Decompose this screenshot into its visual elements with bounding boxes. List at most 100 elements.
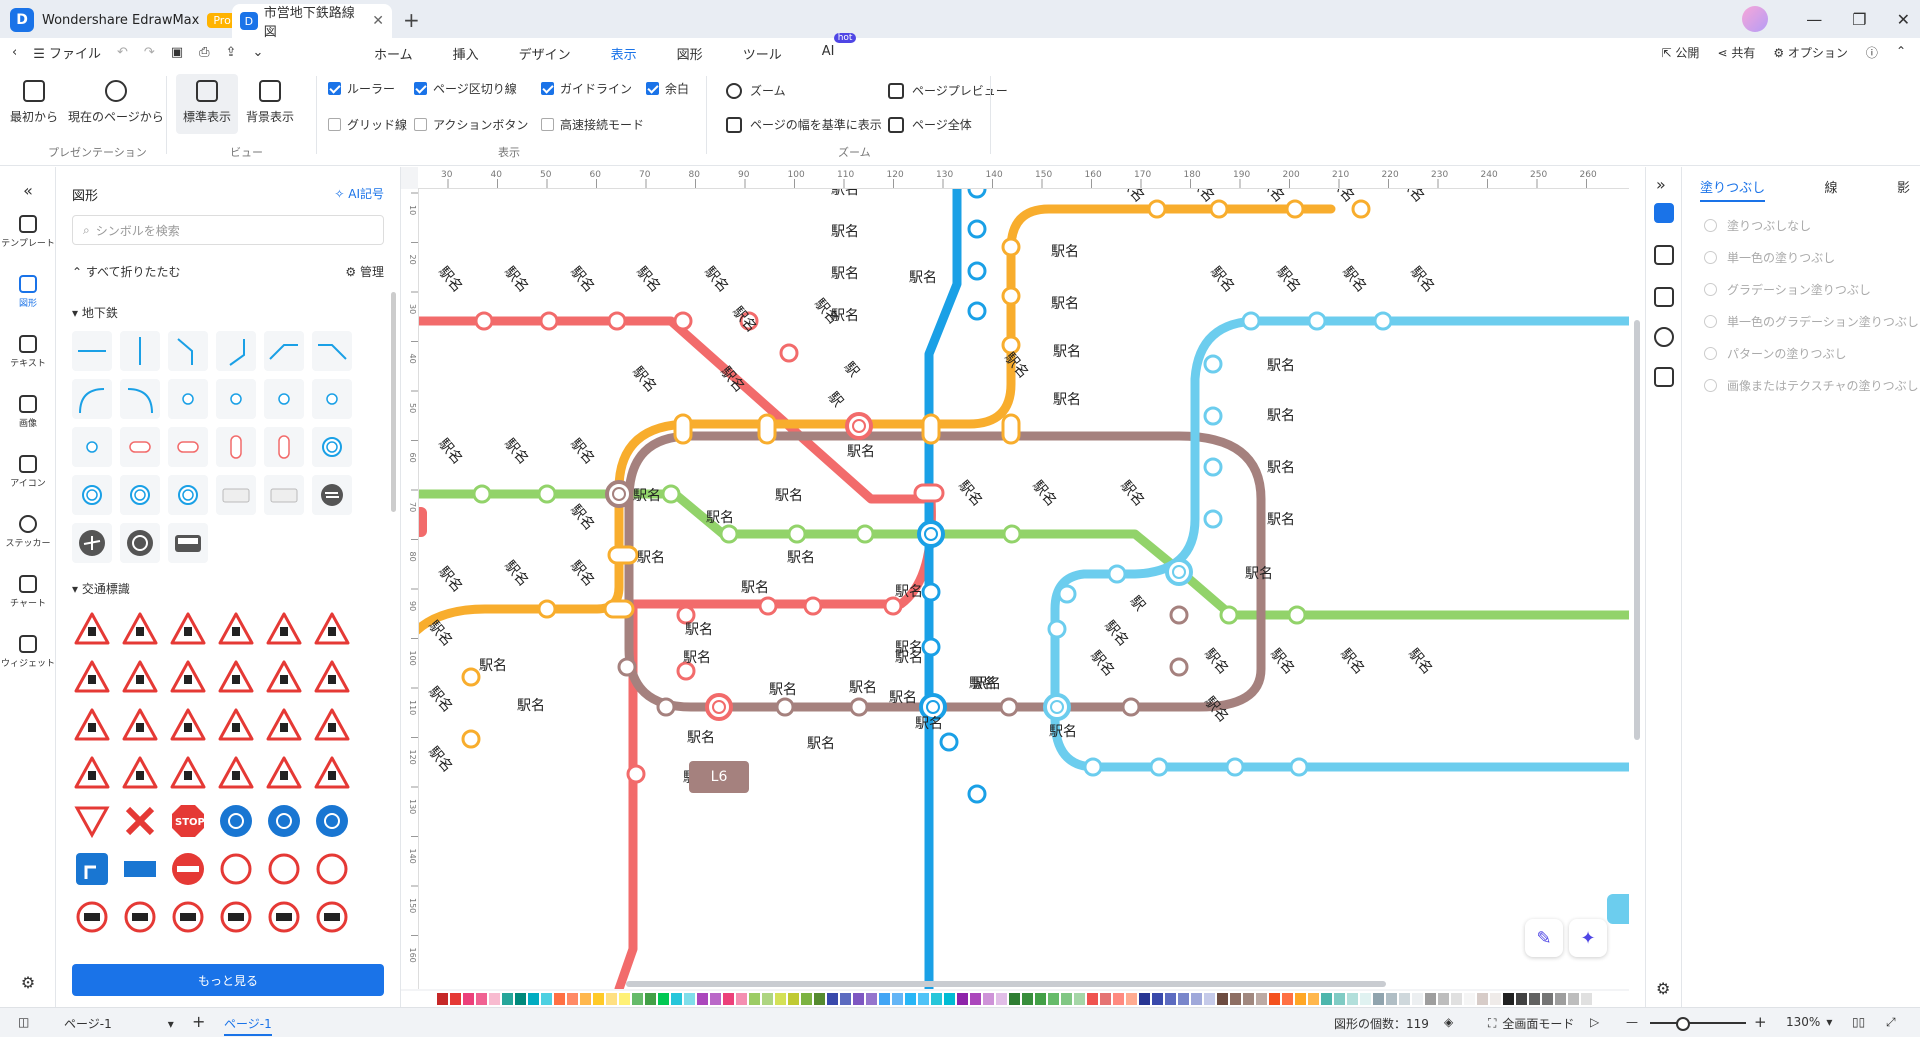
transfer-station[interactable] — [603, 599, 635, 619]
add-tab-icon[interactable]: + — [403, 8, 420, 32]
collapse-ribbon-icon[interactable]: ⌃ — [1895, 44, 1906, 58]
color-swatch[interactable] — [723, 993, 734, 1005]
station-label[interactable]: 駅名 — [889, 690, 917, 706]
zoom-out-icon[interactable]: — — [1626, 1015, 1638, 1029]
transfer-station[interactable] — [1001, 413, 1021, 445]
color-swatch[interactable] — [1269, 993, 1280, 1005]
color-swatch[interactable] — [1412, 993, 1423, 1005]
traffic-sign[interactable] — [72, 849, 112, 889]
subway-shape-vpill[interactable] — [264, 427, 304, 467]
section-traffic[interactable]: ▾ 交通標識 — [72, 582, 130, 596]
traffic-sign[interactable] — [264, 705, 304, 745]
page-preview-button[interactable]: ページプレビュー — [888, 82, 1008, 99]
station-node[interactable] — [967, 784, 987, 804]
station-node[interactable] — [1351, 199, 1371, 219]
color-swatch[interactable] — [1126, 993, 1137, 1005]
color-swatch[interactable] — [1282, 993, 1293, 1005]
subway-shape-vpill[interactable] — [216, 427, 256, 467]
color-swatch[interactable] — [1477, 993, 1488, 1005]
color-swatch[interactable] — [879, 993, 890, 1005]
station-node[interactable] — [1107, 564, 1127, 584]
color-swatch[interactable] — [866, 993, 877, 1005]
station-node[interactable] — [1203, 457, 1223, 477]
settings-button[interactable]: ⚙ — [0, 973, 56, 992]
station-label[interactable]: 駅名 — [1267, 358, 1295, 374]
traffic-sign[interactable] — [312, 753, 352, 793]
traffic-sign[interactable] — [216, 705, 256, 745]
station-node[interactable] — [676, 661, 696, 681]
print-icon[interactable]: ⎙ — [199, 45, 210, 60]
color-swatch[interactable] — [1516, 993, 1527, 1005]
color-swatch[interactable] — [1113, 993, 1124, 1005]
station-node[interactable] — [626, 764, 646, 784]
station-label[interactable]: 駅名 — [1267, 408, 1295, 424]
zoom-in-icon[interactable]: + — [1754, 1013, 1767, 1031]
station-label[interactable]: 駅名 — [1267, 512, 1295, 528]
color-swatch[interactable] — [463, 993, 474, 1005]
color-swatch[interactable] — [658, 993, 669, 1005]
station-label[interactable]: 駅名 — [969, 676, 997, 692]
subway-shape-curve2[interactable] — [120, 379, 160, 419]
play-presentation-icon[interactable]: ▷ — [1590, 1015, 1600, 1029]
color-swatch[interactable] — [1022, 993, 1033, 1005]
line-tag-red-partial[interactable] — [419, 507, 427, 537]
station-label[interactable]: 駅名 — [847, 444, 875, 460]
station-node[interactable] — [849, 697, 869, 717]
traffic-sign[interactable] — [120, 801, 160, 841]
from-current-button[interactable]: 現在のページから — [68, 80, 164, 125]
traffic-sign[interactable] — [72, 705, 112, 745]
color-swatch[interactable] — [697, 993, 708, 1005]
color-swatch[interactable] — [502, 993, 513, 1005]
station-label[interactable]: 駅名 — [1053, 392, 1081, 408]
station-node[interactable] — [673, 311, 693, 331]
traffic-sign[interactable] — [312, 849, 352, 889]
settings-gear-icon[interactable]: ⚙ — [1656, 979, 1671, 998]
subway-shape-pill[interactable] — [120, 427, 160, 467]
color-swatch[interactable] — [489, 993, 500, 1005]
color-swatch[interactable] — [1334, 993, 1345, 1005]
color-swatch[interactable] — [853, 993, 864, 1005]
traffic-sign[interactable] — [312, 657, 352, 697]
station-label[interactable]: 駅名 — [517, 698, 545, 714]
presentation-icon[interactable] — [1654, 287, 1674, 307]
interchange-station[interactable] — [705, 693, 733, 721]
traffic-sign[interactable] — [168, 849, 208, 889]
ai-edit-icon[interactable]: ✎ — [1525, 919, 1563, 957]
station-node[interactable] — [461, 729, 481, 749]
color-swatch[interactable] — [1152, 993, 1163, 1005]
station-label[interactable]: 駅名 — [637, 550, 665, 566]
color-swatch[interactable] — [1217, 993, 1228, 1005]
media-icon[interactable] — [1654, 367, 1674, 387]
line-green[interactable] — [419, 489, 1629, 620]
whole-page-button[interactable]: ページ全体 — [888, 116, 972, 133]
station-label[interactable]: 駅名 — [687, 730, 715, 746]
tab-insert[interactable]: 挿入 — [452, 48, 479, 63]
station-label[interactable]: 駅名 — [915, 716, 943, 732]
traffic-sign[interactable] — [168, 609, 208, 649]
minimize-icon[interactable]: — — [1806, 9, 1823, 29]
color-swatch[interactable] — [1490, 993, 1501, 1005]
station-label[interactable]: 駅名 — [807, 736, 835, 752]
back-icon[interactable]: ‹ — [12, 45, 18, 60]
subway-shape-bus[interactable] — [168, 523, 208, 563]
traffic-sign[interactable] — [120, 609, 160, 649]
color-swatch[interactable] — [1451, 993, 1462, 1005]
page-select[interactable]: ページ-1▾ — [64, 1015, 174, 1032]
station-node[interactable] — [921, 582, 941, 602]
color-swatch[interactable] — [1074, 993, 1085, 1005]
color-swatch[interactable] — [1178, 993, 1189, 1005]
traffic-sign[interactable] — [168, 753, 208, 793]
rail-widget[interactable]: ウィジェット — [0, 635, 56, 669]
color-swatch[interactable] — [1165, 993, 1176, 1005]
traffic-sign[interactable] — [168, 897, 208, 937]
station-node[interactable] — [921, 637, 941, 657]
subway-shape-slope2[interactable] — [312, 331, 352, 371]
book-view-icon[interactable]: ▯▯ — [1852, 1015, 1866, 1029]
station-node[interactable] — [656, 697, 676, 717]
rail-collapse[interactable]: « — [0, 181, 56, 200]
ai-symbol-button[interactable]: ✧ AI記号 — [334, 187, 384, 201]
symbol-search[interactable]: ⌕ シンボルを検索 — [72, 215, 384, 245]
station-node[interactable] — [1203, 354, 1223, 374]
